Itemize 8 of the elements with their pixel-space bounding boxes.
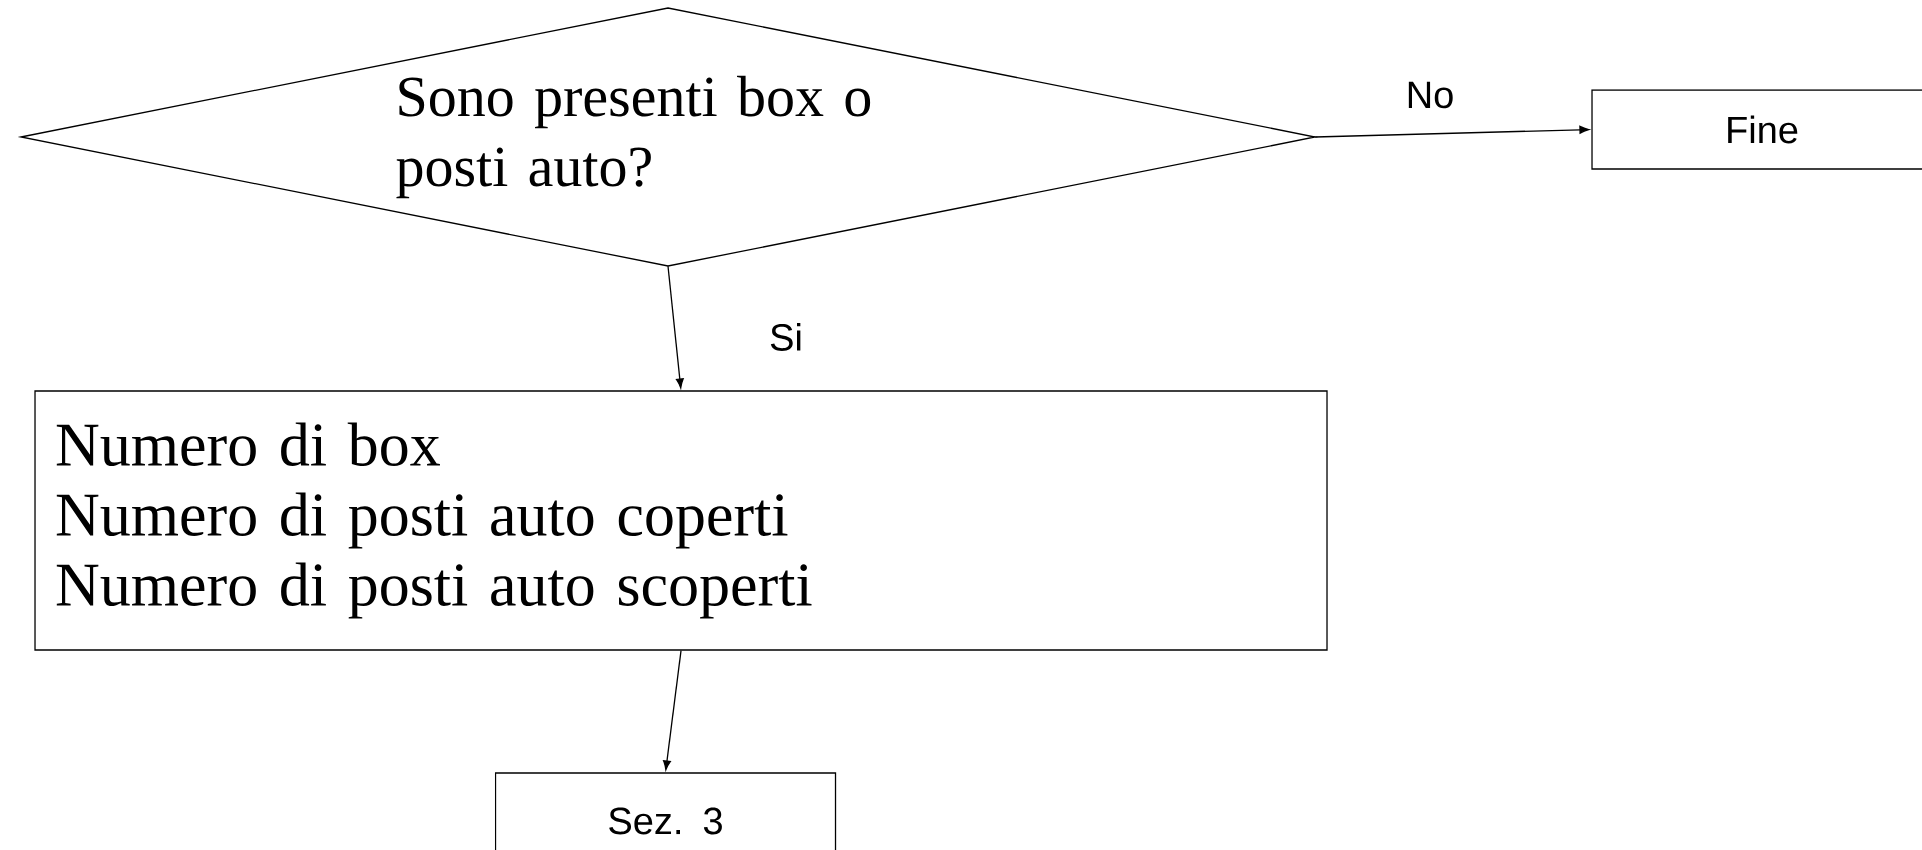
arrow — [662, 650, 682, 771]
edge-label: Si — [766, 320, 806, 354]
arrow — [667, 265, 684, 389]
process-box: Sez. 3 — [494, 772, 837, 850]
process-box: Numero di box Numero di posti auto coperti Numero di posti auto scoperti — [34, 390, 1328, 651]
process-box: Fine — [1591, 89, 1922, 170]
edge-label: No — [1402, 78, 1458, 112]
arrow — [1314, 125, 1590, 138]
